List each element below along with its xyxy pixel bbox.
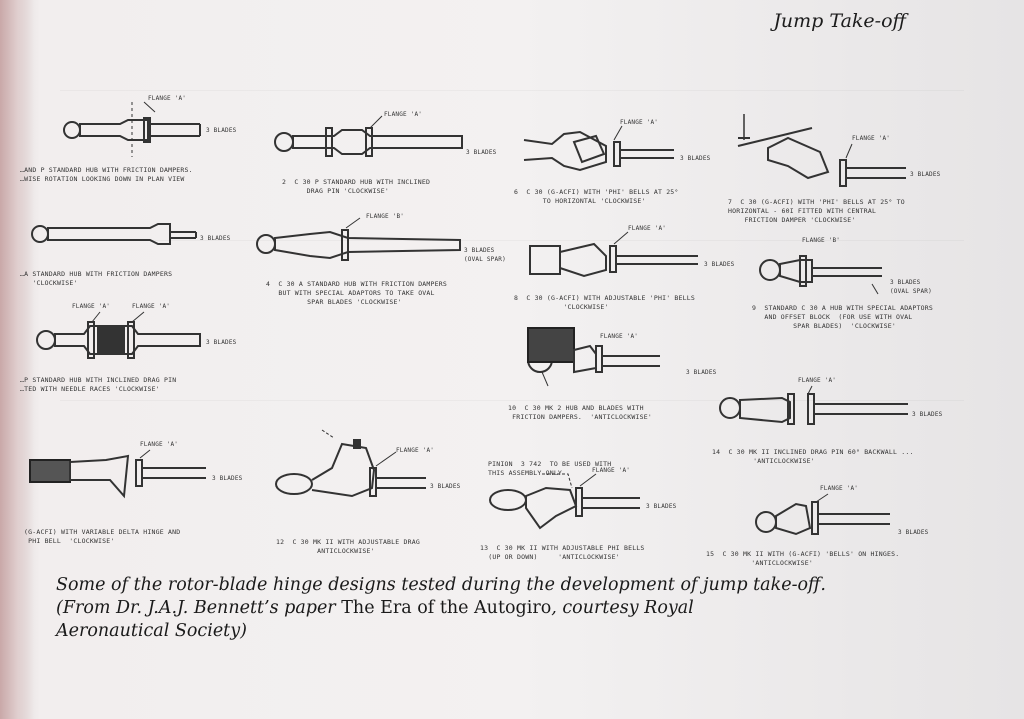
blades-label: 3 BLADES bbox=[430, 483, 461, 490]
caption-line-3: Aeronautical Society) bbox=[56, 621, 247, 641]
flange-label: FLANGE 'A' bbox=[148, 95, 187, 102]
blades-label: 3 BLADES bbox=[200, 235, 231, 242]
hinge-drawing bbox=[523, 125, 674, 172]
hinge-drawing bbox=[29, 449, 206, 499]
blades-label: 3 BLADES bbox=[912, 411, 943, 418]
hinge-drawing bbox=[759, 255, 882, 295]
hinge-drawing bbox=[527, 327, 660, 387]
blades-label: 3 BLADES bbox=[686, 369, 717, 376]
flange-label: FLANGE 'A' bbox=[628, 225, 667, 232]
figure-caption: …AND P STANDARD HUB WITH FRICTION DAMPER… bbox=[20, 166, 193, 183]
hinge-figure-10: FLANGE 'A' 3 BLADES 10 C 30 MK 2 HUB AND… bbox=[500, 316, 730, 434]
hinge-drawing bbox=[274, 115, 463, 157]
blades-label: 3 BLADES (OVAL SPAR) bbox=[464, 247, 506, 263]
hinge-figure-8: FLANGE 'A' 3 BLADES 8 C 30 (G-ACFI) WITH… bbox=[514, 222, 744, 326]
flange-label: FLANGE 'A' bbox=[72, 303, 111, 310]
show-through-line bbox=[60, 400, 964, 401]
flange-label: FLANGE 'B' bbox=[802, 237, 841, 244]
flange-label: FLANGE 'A' bbox=[384, 111, 423, 118]
flange-label: FLANGE 'A' bbox=[396, 447, 435, 454]
hinge-drawing bbox=[529, 231, 698, 278]
flange-label: FLANGE 'A' bbox=[798, 377, 837, 384]
caption-line-1: Some of the rotor-blade hinge designs te… bbox=[56, 575, 826, 595]
figure-caption: 4 C 30 A STANDARD HUB WITH FRICTION DAMP… bbox=[266, 280, 447, 306]
book-spine-shadow bbox=[0, 0, 34, 719]
flange-label: FLANGE 'A' bbox=[852, 135, 891, 142]
hinge-drawing bbox=[275, 429, 426, 498]
flange-label: FLANGE 'A' bbox=[600, 333, 639, 340]
hinge-figure-2: FLANGE 'A' 3 BLADES 2 C 30 P STANDARD HU… bbox=[262, 108, 522, 203]
hinge-drawing bbox=[489, 473, 640, 530]
assembly-note: PINION 3 742 TO BE USED WITH THIS ASSEMB… bbox=[488, 460, 612, 477]
blades-label: 3 BLADES bbox=[206, 127, 237, 134]
blades-label: 3 BLADES bbox=[212, 475, 243, 482]
figure-caption: 15 C 30 MK II WITH (G-ACFI) 'BELLS' ON H… bbox=[706, 550, 900, 567]
figure-caption: 14 C 30 MK II INCLINED DRAG PIN 60° BACK… bbox=[712, 448, 914, 465]
figure-caption: …A STANDARD HUB WITH FRICTION DAMPERS 'C… bbox=[20, 270, 173, 287]
running-header: Jump Take-off bbox=[773, 10, 906, 32]
hinge-figure-1: FLANGE 'A' 3 BLADES …AND P STANDARD HUB … bbox=[20, 92, 260, 192]
hinge-drawing bbox=[719, 385, 908, 425]
flange-label: FLANGE 'A' bbox=[132, 303, 171, 310]
figure-caption: 9 STANDARD C 30 A HUB WITH SPECIAL ADAPT… bbox=[752, 304, 933, 330]
hinge-drawing bbox=[36, 311, 201, 359]
hinge-figure-4: FLANGE 'B' 3 BLADES (OVAL SPAR) 4 C 30 A… bbox=[250, 212, 522, 320]
hinge-figure-6: FLANGE 'A' 3 BLADES 6 C 30 (G-ACFI) WITH… bbox=[514, 118, 744, 216]
hinge-figure-5: FLANGE 'A' FLANGE 'A' 3 BLADES …P STANDA… bbox=[20, 298, 270, 408]
blades-label: 3 BLADES bbox=[704, 261, 735, 268]
hinge-drawing bbox=[31, 223, 197, 245]
hinge-figure-12: FLANGE 'A' 3 BLADES 12 C 30 MK II WITH A… bbox=[262, 424, 502, 558]
figure-caption: 13 C 30 MK II WITH ADJUSTABLE PHI BELLS … bbox=[480, 544, 645, 561]
show-through-line bbox=[60, 90, 964, 91]
hinge-drawing bbox=[737, 114, 906, 187]
show-through-line bbox=[60, 240, 964, 241]
caption-line-2: (From Dr. J.A.J. Bennett’s paper The Era… bbox=[56, 597, 896, 620]
flange-label: FLANGE 'A' bbox=[140, 441, 179, 448]
caption-paper-title: The Era of the Autogiro bbox=[341, 598, 552, 618]
hinge-drawing bbox=[755, 493, 890, 536]
figure-caption: 12 C 30 MK II WITH ADJUSTABLE DRAG ANTIC… bbox=[276, 538, 420, 555]
blades-label: 3 BLADES bbox=[680, 155, 711, 162]
figure-caption: 6 C 30 (G-ACFI) WITH 'PHI' BELLS AT 25° … bbox=[514, 188, 679, 205]
hinge-figure-3: 3 BLADES …A STANDARD HUB WITH FRICTION D… bbox=[20, 210, 260, 290]
hinge-figure-13: PINION 3 742 TO BE USED WITH THIS ASSEMB… bbox=[480, 444, 720, 572]
caption-source-prefix: (From Dr. J.A.J. Bennett’s paper bbox=[56, 598, 342, 618]
flange-label: FLANGE 'A' bbox=[592, 467, 631, 474]
flange-label: FLANGE 'B' bbox=[366, 213, 405, 220]
hinge-drawing bbox=[256, 217, 461, 261]
figure-caption: 8 C 30 (G-ACFI) WITH ADJUSTABLE 'PHI' BE… bbox=[514, 294, 695, 311]
blades-label: 3 BLADES bbox=[646, 503, 677, 510]
hinge-figure-7: FLANGE 'A' 3 BLADES 7 C 30 (G-ACFI) WITH… bbox=[728, 108, 958, 248]
figure-caption: (G-ACFI) WITH VARIABLE DELTA HINGE AND P… bbox=[24, 528, 181, 545]
figure-caption: …P STANDARD HUB WITH INCLINED DRAG PIN …… bbox=[20, 376, 177, 393]
hinge-figure-9: 3 BLADES (OVAL SPAR) 9 STANDARD C 30 A H… bbox=[752, 234, 962, 350]
flange-label: FLANGE 'A' bbox=[820, 485, 859, 492]
blades-label: 3 BLADES bbox=[466, 149, 497, 156]
hinge-figure-15: FLANGE 'A' 3 BLADES 15 C 30 MK II WITH (… bbox=[706, 484, 956, 580]
hinge-figure-14: FLANGE 'A' 3 BLADES 14 C 30 MK II INCLIN… bbox=[712, 376, 962, 474]
blades-label: 3 BLADES bbox=[898, 529, 929, 536]
hinge-drawing bbox=[63, 101, 201, 157]
caption-source-suffix: , courtesy Royal bbox=[551, 598, 694, 618]
figure-caption: 10 C 30 MK 2 HUB AND BLADES WITH FRICTIO… bbox=[508, 404, 652, 421]
blades-label: 3 BLADES bbox=[910, 171, 941, 178]
flange-label: FLANGE 'A' bbox=[620, 119, 659, 126]
figure-caption: 7 C 30 (G-ACFI) WITH 'PHI' BELLS AT 25° … bbox=[728, 198, 905, 224]
blades-label: 3 BLADES bbox=[206, 339, 237, 346]
hinge-figure-11: FLANGE 'A' 3 BLADES (G-ACFI) WITH VARIAB… bbox=[16, 436, 264, 548]
blades-label: 3 BLADES (OVAL SPAR) bbox=[890, 279, 932, 295]
figure-caption: 2 C 30 P STANDARD HUB WITH INCLINED DRAG… bbox=[282, 178, 431, 195]
figure-caption-text: Some of the rotor-blade hinge designs te… bbox=[56, 574, 896, 643]
